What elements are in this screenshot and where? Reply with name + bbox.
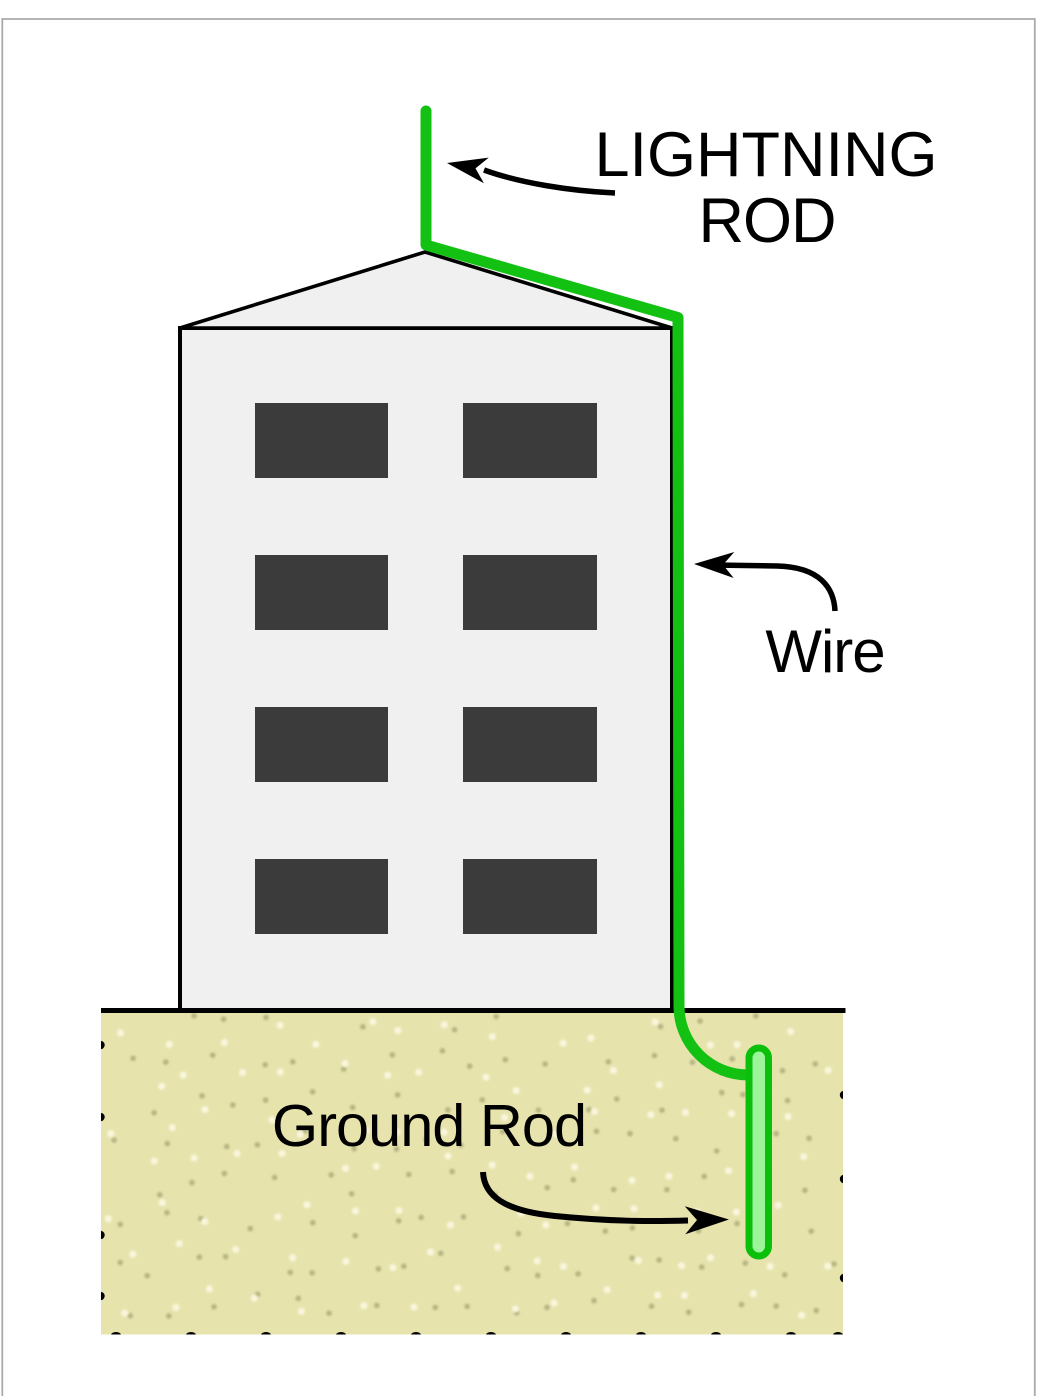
svg-text:LIGHTNING: LIGHTNING bbox=[594, 120, 937, 190]
svg-text:Ground Rod: Ground Rod bbox=[272, 1092, 586, 1159]
svg-text:Wire: Wire bbox=[765, 618, 884, 685]
svg-text:ROD: ROD bbox=[699, 186, 836, 256]
